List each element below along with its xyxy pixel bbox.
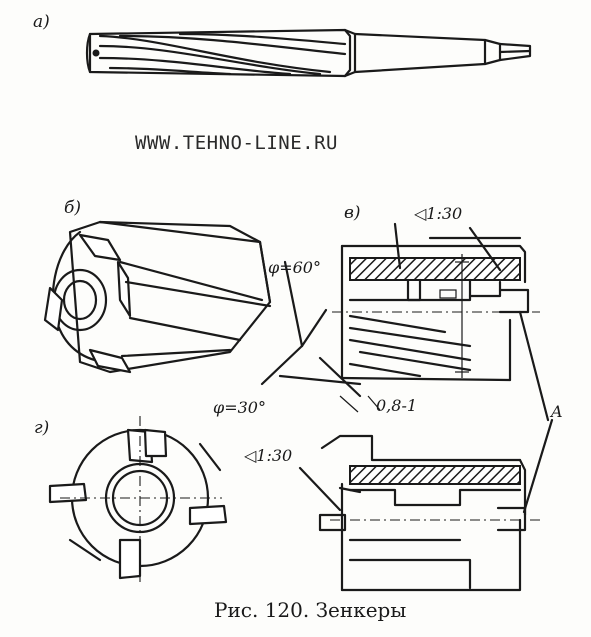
countersink-end-view <box>48 416 228 582</box>
panel-label-g: г) <box>34 418 50 438</box>
figure-caption: Рис. 120. Зенкеры <box>214 598 407 622</box>
chamfer-annotation: 0,8-1 <box>376 396 418 415</box>
reference-annotation-a: A <box>551 402 563 421</box>
countersink-spiral-view <box>85 28 532 78</box>
panel-label-b: б) <box>64 198 82 218</box>
countersink-axonometric-view <box>43 220 272 374</box>
angle-annotation-30: φ=30° <box>213 398 266 417</box>
angle-annotation-60: φ=60° <box>268 258 321 277</box>
panel-label-a: а) <box>33 12 50 32</box>
watermark-text: WWW.TEHNO-LINE.RU <box>135 132 338 154</box>
taper-annotation-bottom: ◁1:30 <box>244 446 293 465</box>
taper-annotation-top: ◁1:30 <box>414 204 463 223</box>
panel-label-v: в) <box>344 203 361 223</box>
countersink-insert-blade-view <box>298 310 554 592</box>
countersink-section-view <box>260 222 540 413</box>
